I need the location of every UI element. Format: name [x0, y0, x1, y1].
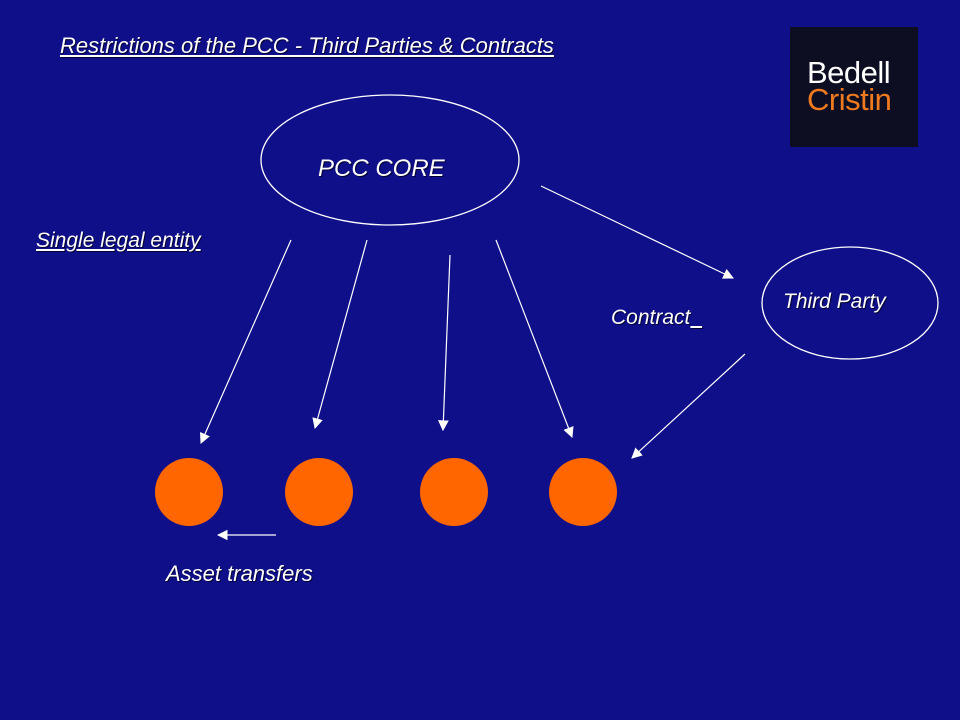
cell-1 [155, 458, 223, 526]
arrow-core-to-cell-1 [200, 239, 292, 444]
third-party-ellipse [761, 246, 939, 360]
logo-line-2: Cristin [807, 82, 892, 117]
arrow-third-party-to-cell-4 [631, 353, 746, 459]
arrow-core-to-cell-3 [437, 254, 451, 432]
slide-title: Restrictions of the PCC - Third Parties … [60, 33, 554, 58]
single-legal-entity-label: Single legal entity [36, 229, 201, 252]
cell-4 [549, 458, 617, 526]
arrow-core-to-cell-4 [495, 239, 574, 439]
contract-label: Contract [611, 306, 702, 330]
third-party-label: Third Party [783, 290, 886, 313]
pcc-core-label: PCC CORE [318, 155, 445, 182]
asset-transfers-label: Asset transfers [166, 561, 313, 586]
contract-label-text: Contract [611, 306, 691, 329]
arrow-core-to-third-party [540, 185, 734, 279]
bedell-cristin-logo: Bedell Cristin [790, 27, 918, 147]
cell-2 [285, 458, 353, 526]
cell-3 [420, 458, 488, 526]
pcc-core-ellipse [260, 94, 520, 226]
arrow-core-to-cell-2 [312, 239, 368, 430]
logo-line-1: Bedell [807, 55, 891, 90]
